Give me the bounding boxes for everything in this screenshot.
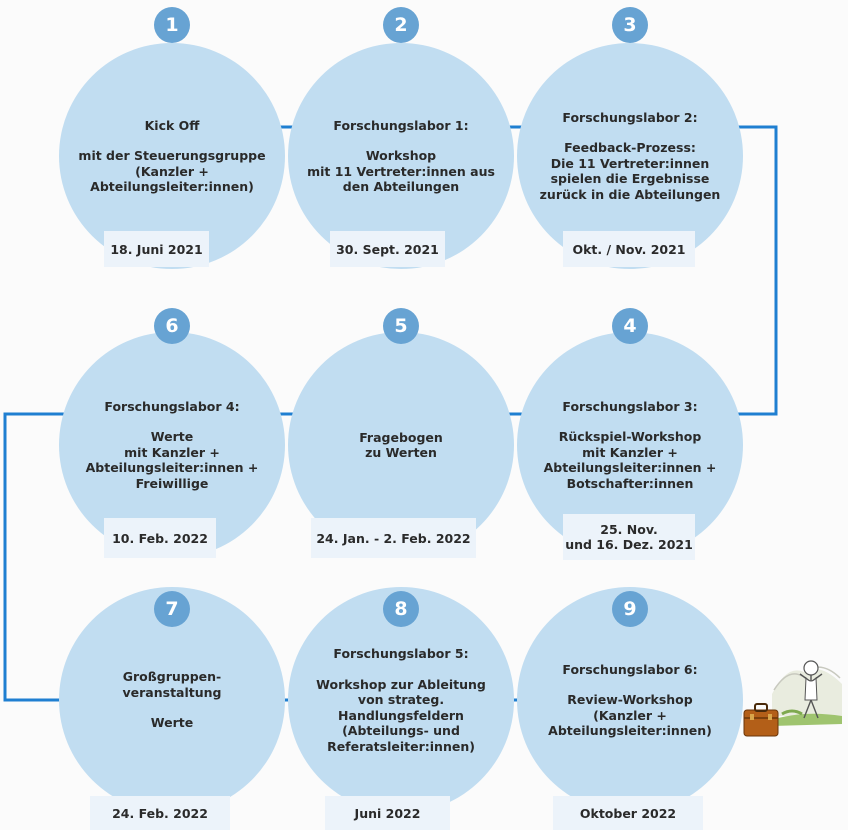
step-4-title: Forschungslabor 3:: [562, 398, 698, 414]
step-9-circle: Forschungslabor 6: Review-Workshop (Kanz…: [517, 587, 743, 813]
step-3-date: Okt. / Nov. 2021: [563, 231, 695, 267]
person-with-suitcase-icon: [743, 660, 842, 737]
step-5-number: 5: [383, 308, 419, 344]
step-8-date: Juni 2022: [325, 796, 450, 830]
step-7-date: 24. Feb. 2022: [90, 796, 230, 830]
step-6-date: 10. Feb. 2022: [104, 518, 216, 558]
step-1-date: 18. Juni 2021: [104, 231, 209, 267]
step-3-title: Forschungslabor 2:: [562, 109, 698, 125]
step-5-body: Fragebogen zu Werten: [359, 429, 443, 461]
step-7-body: Werte: [150, 715, 194, 731]
step-2-circle: Forschungslabor 1: Workshop mit 11 Vertr…: [288, 43, 514, 269]
step-9-number: 9: [612, 591, 648, 627]
step-6-body: Werte mit Kanzler + Abteilungsleiter:inn…: [85, 429, 259, 491]
step-1-number: 1: [154, 7, 190, 43]
step-4-date: 25. Nov. und 16. Dez. 2021: [563, 514, 695, 560]
step-9-body: Review-Workshop (Kanzler + Abteilungslei…: [548, 692, 712, 738]
step-8-body: Workshop zur Ableitung von strateg. Hand…: [316, 676, 486, 754]
step-4-number: 4: [612, 308, 648, 344]
step-7-title: Großgruppen- veranstaltung: [122, 669, 222, 700]
step-3-number: 3: [612, 7, 648, 43]
step-4-body: Rückspiel-Workshop mit Kanzler + Abteilu…: [543, 429, 717, 491]
step-8-title: Forschungslabor 5:: [333, 646, 469, 661]
step-2-number: 2: [383, 7, 419, 43]
step-9-title: Forschungslabor 6:: [562, 661, 698, 677]
step-2-date: 30. Sept. 2021: [330, 231, 445, 267]
step-7-number: 7: [154, 591, 190, 627]
step-6-number: 6: [154, 308, 190, 344]
step-5-date: 24. Jan. - 2. Feb. 2022: [311, 518, 476, 558]
step-9-date: Oktober 2022: [553, 796, 703, 830]
step-8-number: 8: [383, 591, 419, 627]
step-2-title: Forschungslabor 1:: [333, 117, 469, 133]
step-1-title: Kick Off: [144, 117, 200, 133]
step-6-title: Forschungslabor 4:: [104, 398, 240, 414]
step-1-body: mit der Steuerungsgruppe (Kanzler + Abte…: [78, 148, 266, 194]
step-3-body: Feedback-Prozess: Die 11 Vertreter:innen…: [539, 140, 721, 202]
step-2-body: Workshop mit 11 Vertreter:innen aus den …: [307, 148, 495, 194]
